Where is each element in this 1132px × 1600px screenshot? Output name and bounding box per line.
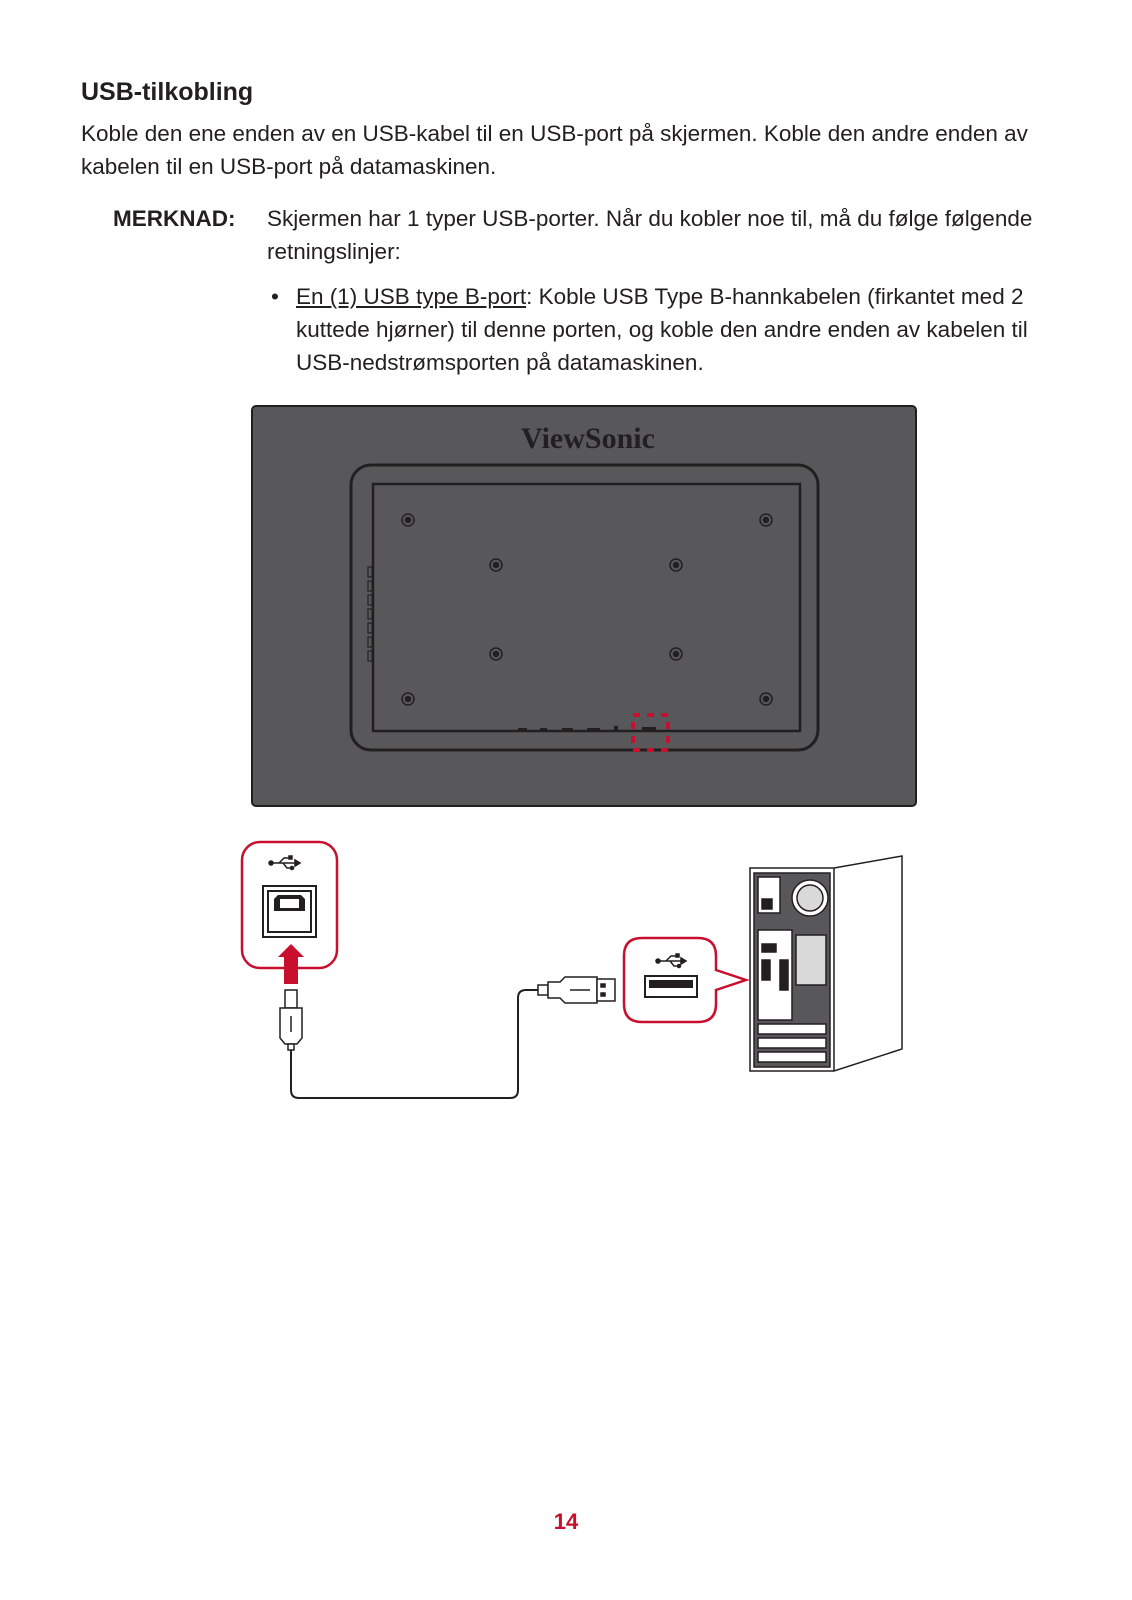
monitor-back: [251, 405, 917, 807]
intro-paragraph: Koble den ene enden av en USB-kabel til …: [81, 121, 1028, 179]
usb-a-plug: [537, 976, 616, 1004]
bullet-marker: •: [271, 284, 279, 309]
bullet-rest: : Koble USB Type B-hannkabelen (firkante…: [296, 284, 1028, 375]
note-label: MERKNAD:: [113, 206, 236, 231]
page-number: 14: [553, 1509, 579, 1534]
arrow-up-icon: [278, 944, 304, 984]
usb-cable: [290, 989, 548, 1099]
computer-tower-icon: [749, 855, 903, 1072]
usb-icon: [655, 953, 688, 969]
bullet-link: En (1) USB type B-port: [296, 284, 527, 309]
usb-port-highlight: [631, 713, 670, 752]
usb-a-port-icon: [644, 975, 698, 998]
usb-icon: [268, 855, 302, 871]
usb-a-callout: [622, 936, 750, 1024]
note-text: Skjermen har 1 typer USB-porter. Når du …: [267, 206, 1033, 264]
bullet-text: En (1) USB type B-port: Koble USB Type B…: [296, 280, 1066, 379]
usb-b-port-icon: [262, 885, 317, 938]
brand-logo: ViewSonic: [521, 422, 655, 455]
section-heading: USB-tilkobling: [81, 78, 254, 106]
side-buttons: [367, 566, 373, 662]
usb-b-plug: [279, 989, 303, 1051]
usb-b-callout: [240, 840, 339, 984]
vesa-screws: [401, 513, 773, 706]
monitor-ports: [518, 726, 656, 732]
